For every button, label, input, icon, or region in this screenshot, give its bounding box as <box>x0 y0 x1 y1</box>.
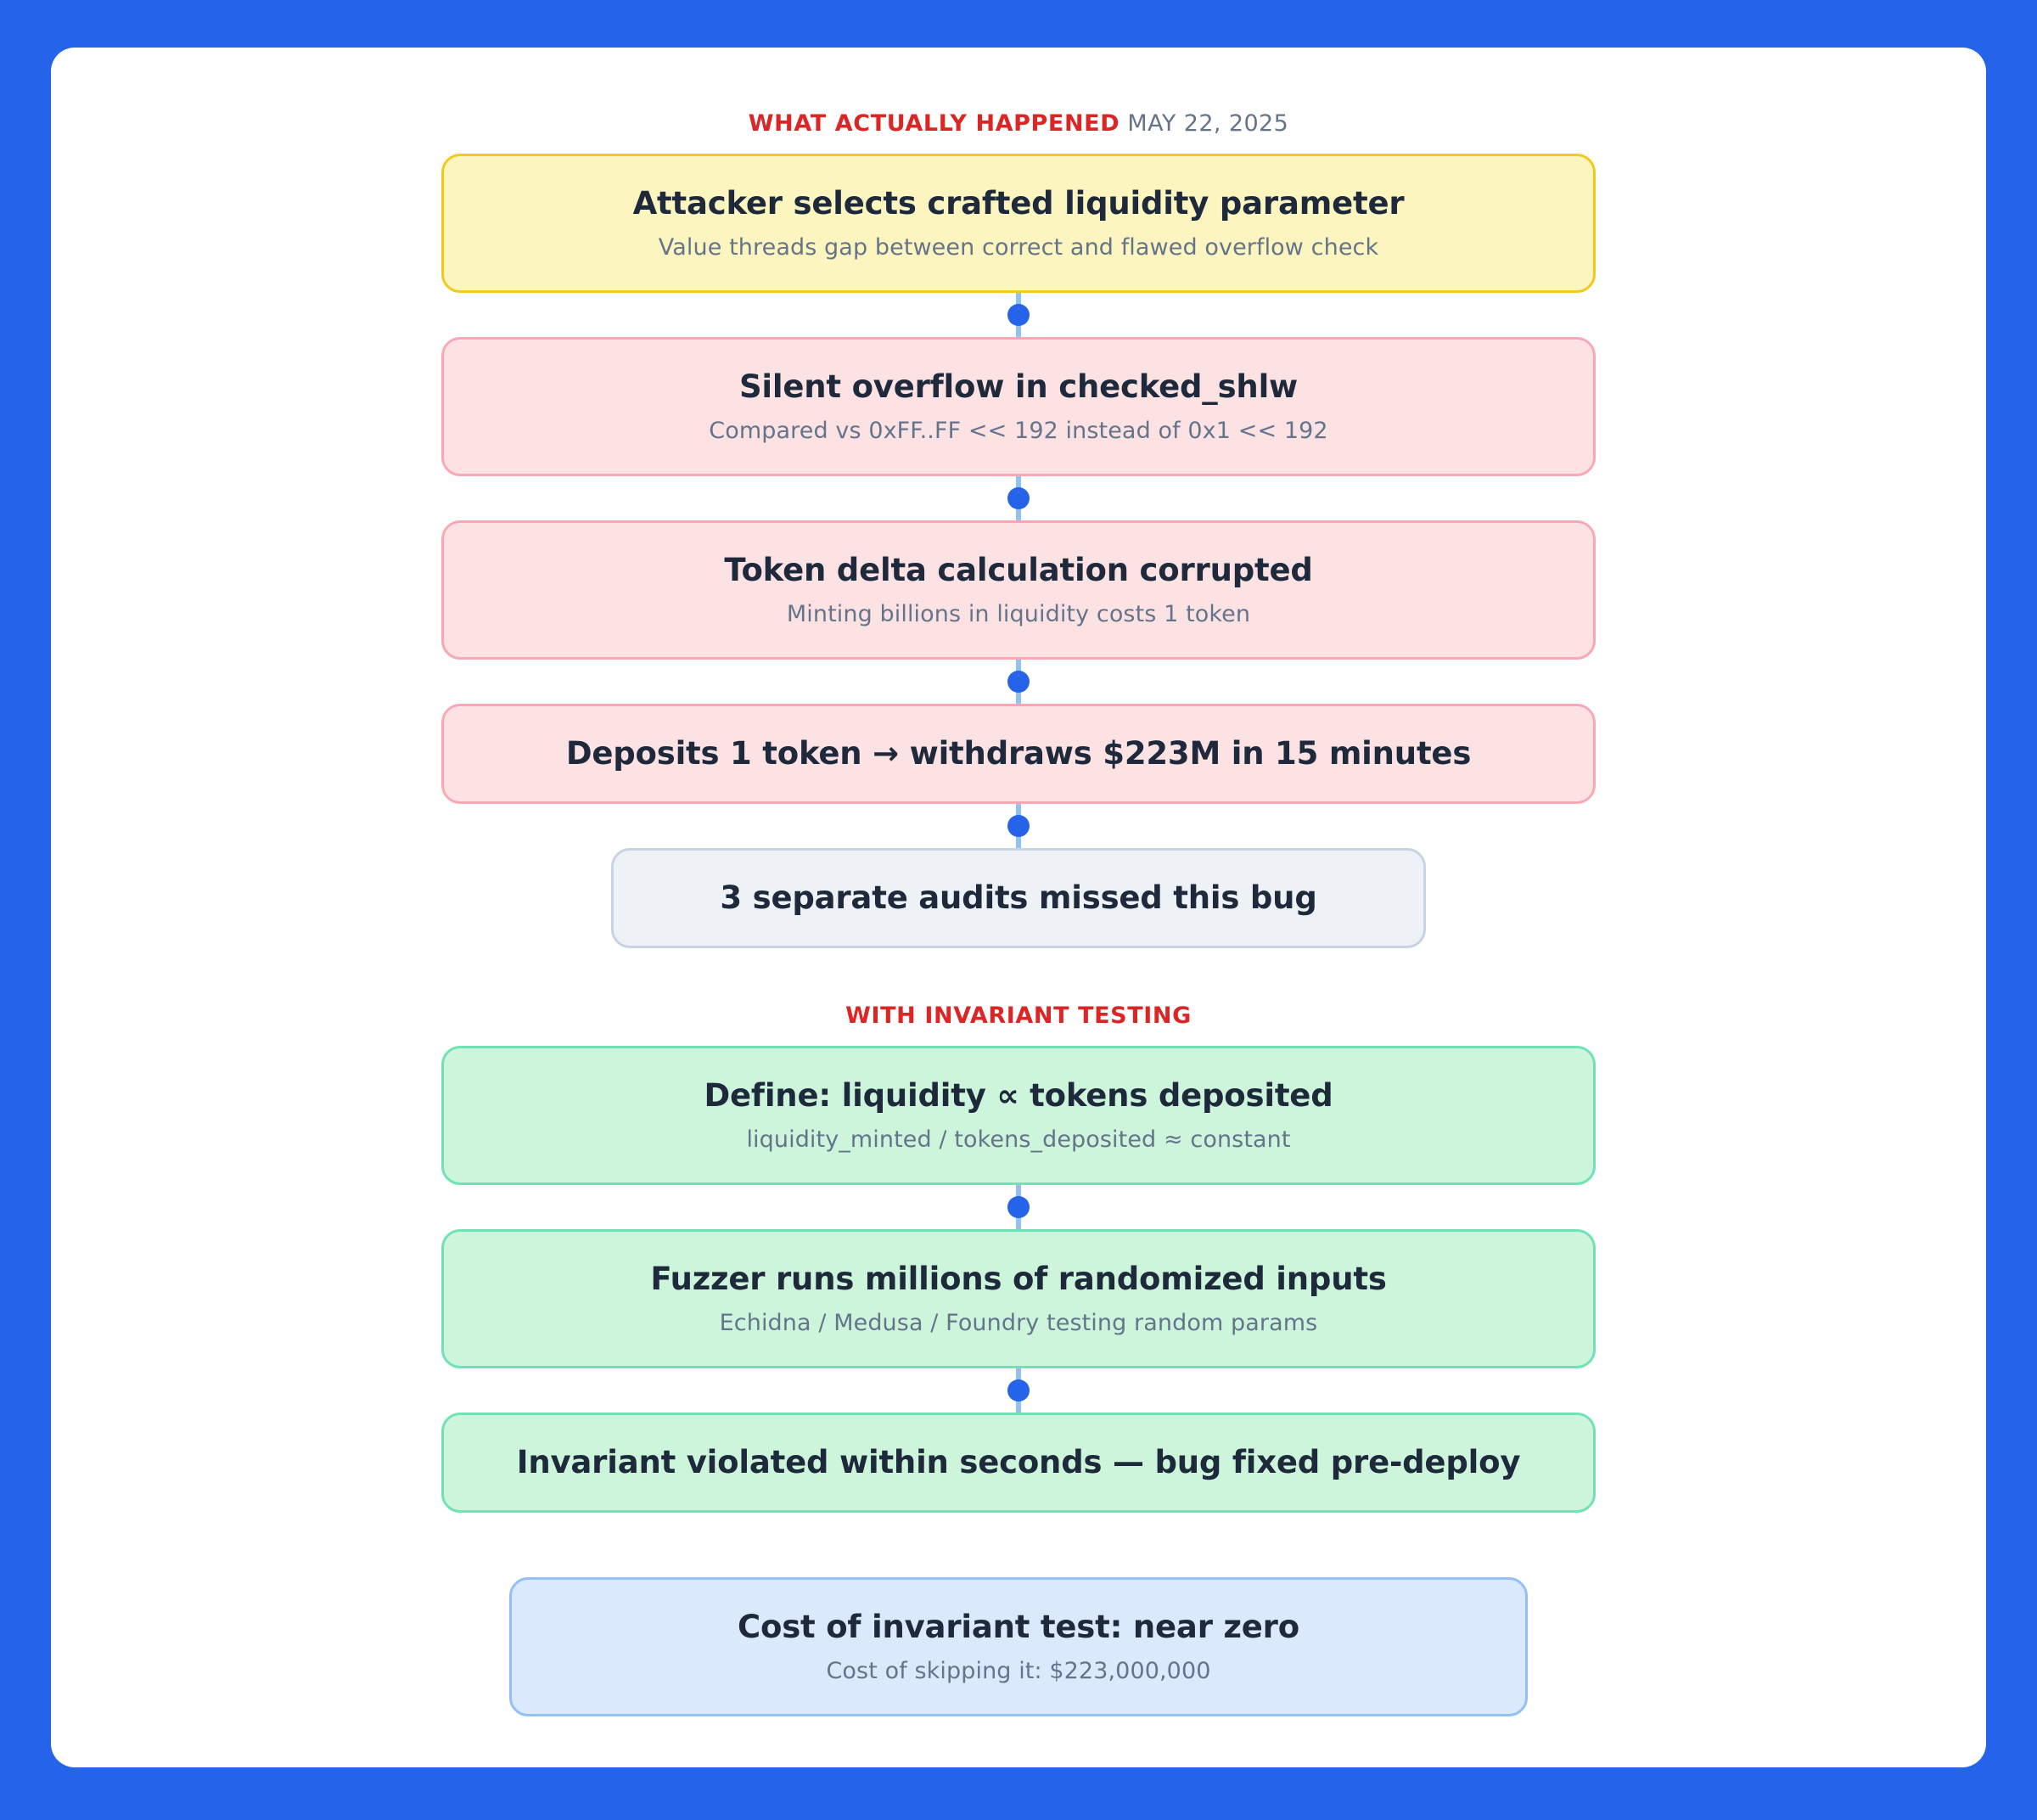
content-panel: WHAT ACTUALLY HAPPENED MAY 22, 2025 Atta… <box>51 48 1986 1767</box>
incident-step-3-title: Token delta calculation corrupted <box>724 552 1313 589</box>
connector-incident-1-2 <box>1007 293 1030 338</box>
mitigation-step-1-title: Define: liquidity ∝ tokens deposited <box>704 1076 1333 1114</box>
incident-step-2-subtitle: Compared vs 0xFF..FF << 192 instead of 0… <box>709 417 1328 444</box>
connector-dot-icon <box>1007 815 1030 838</box>
mitigation-outcome-title: Cost of invariant test: near zero <box>738 1608 1299 1645</box>
incident-step-2-card[interactable]: Silent overflow in checked_shlw Compared… <box>441 337 1596 477</box>
mitigation-step-1-subtitle: liquidity_minted / tokens_deposited ≈ co… <box>746 1126 1291 1153</box>
connector-incident-3-4 <box>1007 660 1030 705</box>
mitigation-step-2-card[interactable]: Fuzzer runs millions of randomized input… <box>441 1228 1596 1368</box>
section-header-incident-date: MAY 22, 2025 <box>1127 110 1289 137</box>
connector-dot-icon <box>1007 1379 1030 1402</box>
incident-step-3-subtitle: Minting billions in liquidity costs 1 to… <box>786 600 1251 627</box>
section-header-mitigation-emphasis: WITH INVARIANT TESTING <box>845 1002 1192 1029</box>
incident-step-3-card[interactable]: Token delta calculation corrupted Mintin… <box>441 520 1596 660</box>
mitigation-step-3-title: Invariant violated within seconds — bug … <box>516 1444 1521 1481</box>
incident-step-4-title: Deposits 1 token → withdraws $223M in 15… <box>565 735 1472 772</box>
connector-dot-icon <box>1007 487 1030 510</box>
mitigation-flow: Define: liquidity ∝ tokens deposited liq… <box>51 1045 1986 1716</box>
mitigation-step-2-title: Fuzzer runs millions of randomized input… <box>650 1260 1387 1297</box>
incident-step-2-title: Silent overflow in checked_shlw <box>738 368 1299 406</box>
connector-dot-icon <box>1007 304 1030 327</box>
connector-mitigation-1-2 <box>1007 1184 1030 1229</box>
section-header-incident: WHAT ACTUALLY HAPPENED MAY 22, 2025 <box>51 112 1986 135</box>
mitigation-outcome-subtitle: Cost of skipping it: $223,000,000 <box>826 1657 1211 1684</box>
connector-dot-icon <box>1007 671 1030 694</box>
incident-step-1-title: Attacker selects crafted liquidity param… <box>632 185 1405 222</box>
incident-outcome-title: 3 separate audits missed this bug <box>720 879 1317 917</box>
mitigation-step-2-subtitle: Echidna / Medusa / Foundry testing rando… <box>719 1309 1318 1336</box>
connector-incident-4-outcome <box>1007 804 1030 849</box>
connector-dot-icon <box>1007 1195 1030 1218</box>
mitigation-outcome-card[interactable]: Cost of invariant test: near zero Cost o… <box>509 1576 1528 1716</box>
mitigation-step-3-card[interactable]: Invariant violated within seconds — bug … <box>441 1412 1596 1513</box>
incident-step-1-subtitle: Value threads gap between correct and fl… <box>658 233 1379 261</box>
incident-outcome-card[interactable]: 3 separate audits missed this bug <box>611 848 1426 949</box>
incident-step-1-card[interactable]: Attacker selects crafted liquidity param… <box>441 154 1596 294</box>
incident-step-4-card[interactable]: Deposits 1 token → withdraws $223M in 15… <box>441 704 1596 805</box>
mitigation-step-1-card[interactable]: Define: liquidity ∝ tokens deposited liq… <box>441 1045 1596 1185</box>
section-header-mitigation: WITH INVARIANT TESTING <box>51 1004 1986 1027</box>
connector-mitigation-2-3 <box>1007 1368 1030 1413</box>
incident-flow: Attacker selects crafted liquidity param… <box>51 154 1986 949</box>
connector-incident-2-3 <box>1007 476 1030 521</box>
section-header-incident-emphasis: WHAT ACTUALLY HAPPENED <box>748 110 1120 137</box>
